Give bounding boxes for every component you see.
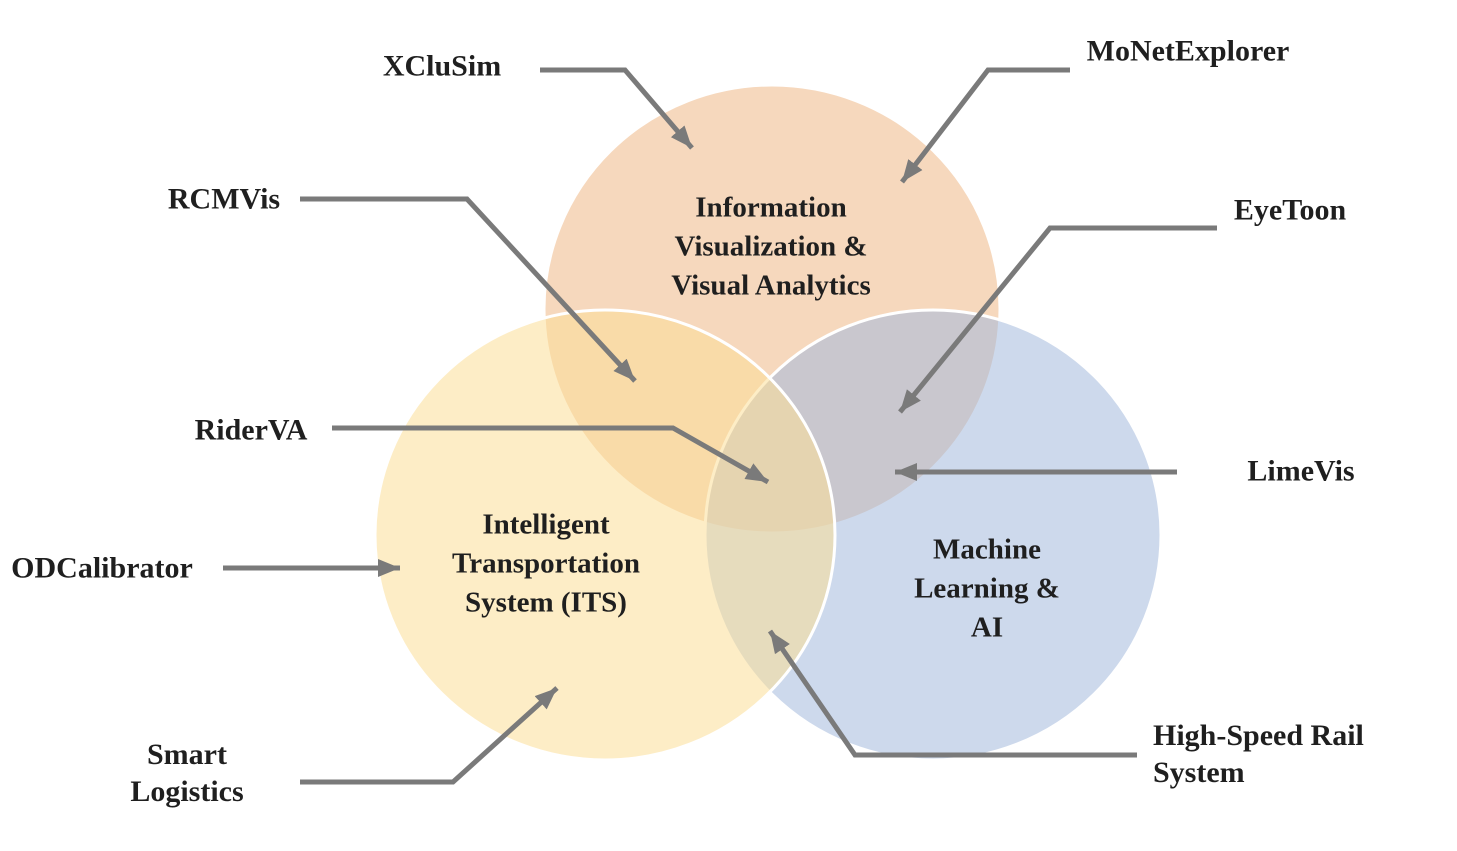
callout-label-odcalibrator: ODCalibrator <box>11 551 193 585</box>
callout-label-rcmvis: RCMVis <box>167 182 281 216</box>
callout-arrow-monetexplorer <box>900 67 1070 184</box>
set-label-intelligent-transportation: Intelligent Transportation System (ITS) <box>452 508 640 619</box>
venn-circles-layer <box>373 83 1163 762</box>
callout-label-monetexplorer: MoNetExplorer <box>1086 34 1290 68</box>
callout-arrow-riderva <box>332 425 770 485</box>
callout-label-limevis: LimeVis <box>1247 454 1355 488</box>
callout-arrows-layer <box>223 67 1217 785</box>
callout-label-riderva: RiderVA <box>194 413 308 447</box>
venn-circle-intelligent-transportation <box>373 308 837 762</box>
callout-label-smart-logistics: Smart Logistics <box>130 738 244 808</box>
callout-arrow-eyetoon <box>898 225 1217 414</box>
callout-arrow-smart-logistics <box>300 686 559 785</box>
callout-arrow-rcmvis <box>300 196 637 383</box>
set-label-information-visualization: Information Visualization & Visual Analy… <box>671 191 871 302</box>
callout-label-high-speed-rail: High-Speed Rail System <box>1153 719 1364 789</box>
callout-label-eyetoon: EyeToon <box>1233 193 1347 227</box>
callout-arrow-high-speed-rail <box>767 629 1137 758</box>
set-label-machine-learning-ai: Machine Learning & AI <box>914 533 1060 644</box>
callout-arrow-xclusim <box>540 67 694 150</box>
callout-label-xclusim: XCluSim <box>382 49 502 83</box>
